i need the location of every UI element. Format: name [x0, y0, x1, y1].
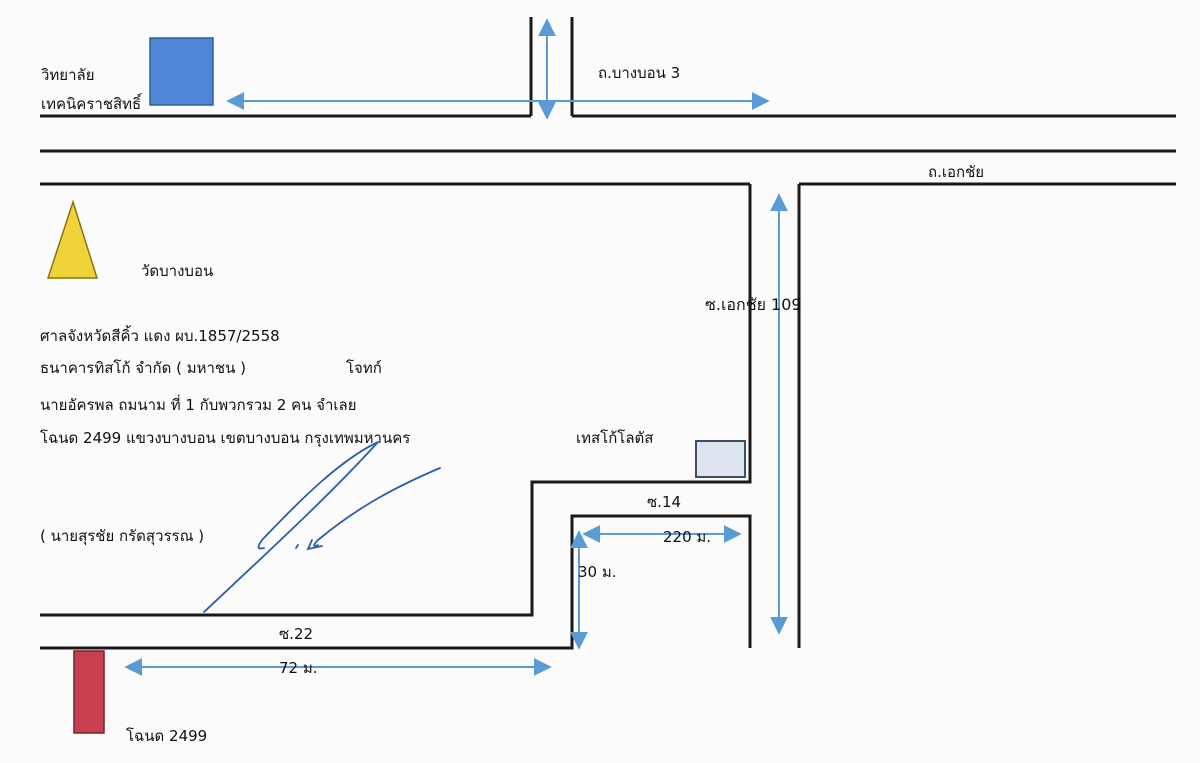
- college-label-line1: วิทยาลัย: [41, 66, 95, 84]
- soi-label-22: ซ.22: [279, 625, 314, 643]
- road-label-ekachai: ถ.เอกชัย: [928, 163, 985, 181]
- measure-soi14-depth: 30 ม.: [578, 563, 617, 581]
- direction-arrows: [124, 18, 788, 676]
- case-deed-line: โฉนด 2499 แขวงบางบอน เขตบางบอน กรุงเทพมห…: [40, 429, 411, 447]
- signature-icon: [203, 441, 441, 613]
- case-defendant-line: นายอัครพล ถมนาม ที่ 1 กับพวกรวม 2 คน จำเ…: [40, 396, 357, 414]
- road-lines: [40, 17, 1176, 650]
- soi-label-14: ซ.14: [647, 493, 682, 511]
- case-plaintiff-line: ธนาคารทิสโก้ จำกัด ( มหาชน ): [40, 359, 246, 377]
- plot-deed-label: โฉนด 2499: [126, 727, 208, 745]
- case-plaintiff-role: โจทก์: [346, 359, 382, 377]
- measure-soi22-length: 72 ม.: [279, 659, 318, 677]
- soi-ekachai-109-left-edge: [40, 184, 752, 617]
- tesco-lotus-marker-icon: [695, 440, 746, 478]
- temple-label: วัดบางบอน: [141, 262, 214, 280]
- temple-marker-icon: [46, 199, 99, 279]
- measure-soi14-length: 220 ม.: [663, 528, 712, 546]
- college-label-line2: เทคนิคราชสิทธิ์: [41, 95, 142, 113]
- college-marker-icon: [149, 37, 214, 106]
- road-label-bangbon3: ถ.บางบอน 3: [598, 64, 681, 82]
- plot-marker-icon: [73, 650, 105, 734]
- case-court-line: ศาลจังหวัดสีคิ้ว แดง ผบ.1857/2558: [40, 327, 280, 345]
- signer-name: ( นายสุรชัย กรัดสุวรรณ ): [40, 527, 205, 545]
- soi-label-ekachai-109: ซ.เอกชัย 109: [705, 295, 802, 314]
- soi-14-inner-edge: [40, 514, 752, 650]
- store-label-tesco-lotus: เทสโก้โลตัส: [576, 429, 654, 447]
